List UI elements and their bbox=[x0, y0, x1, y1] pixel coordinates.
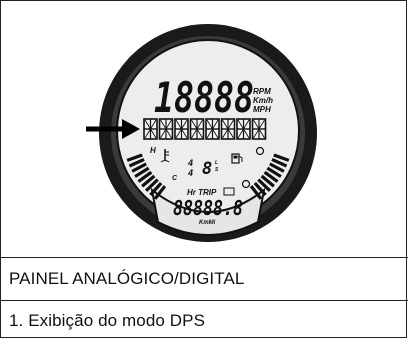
bar-segment bbox=[145, 178, 159, 192]
gauge-cold-letter: C bbox=[172, 175, 178, 182]
dps-mode-display bbox=[143, 118, 267, 140]
bar-segment bbox=[149, 181, 163, 196]
dps-character-block bbox=[158, 118, 174, 140]
gauge-illustration: 18888 RPM Km/h MPH H C bbox=[86, 24, 317, 242]
bar-segment bbox=[153, 185, 167, 200]
main-digit-display: 18888 bbox=[154, 73, 254, 122]
svg-text:4: 4 bbox=[187, 158, 193, 168]
odometer-unit-label: KmMi bbox=[199, 220, 216, 226]
dps-character-block bbox=[174, 118, 189, 140]
bar-segment bbox=[271, 158, 288, 168]
svg-text:4: 4 bbox=[187, 168, 193, 178]
bar-segment bbox=[249, 185, 263, 200]
unit-kmh-label: Km/h bbox=[253, 96, 273, 105]
fuel-pump-icon bbox=[231, 153, 243, 164]
trip-label: Hr TRIP bbox=[187, 188, 217, 197]
dps-character-block bbox=[143, 118, 158, 140]
bar-segment bbox=[273, 153, 290, 162]
odometer-display: 88888.8 bbox=[173, 196, 243, 220]
dps-character-block bbox=[251, 118, 267, 140]
trip-pod bbox=[150, 187, 266, 236]
dps-character-block bbox=[220, 118, 236, 140]
temperature-icon bbox=[160, 149, 170, 163]
bar-segment bbox=[263, 170, 279, 183]
bar-segment bbox=[257, 178, 271, 192]
bar-segment bbox=[137, 170, 153, 183]
table-row-caption: 1. Exibição do modo DPS bbox=[1, 300, 408, 339]
gauge-hot-letter: H bbox=[150, 146, 156, 155]
bar-segment bbox=[266, 166, 282, 178]
unit-mph-label: MPH bbox=[253, 105, 271, 114]
dps-character-block bbox=[189, 118, 205, 140]
unit-rpm-label: RPM bbox=[253, 87, 271, 96]
fuel-empty-indicator bbox=[241, 179, 251, 189]
bar-segment bbox=[131, 162, 147, 173]
bar-segment bbox=[128, 158, 145, 168]
svg-text:L: L bbox=[215, 160, 218, 166]
bar-segment bbox=[141, 174, 156, 188]
table-row-title: PAINEL ANALÓGICO/DIGITAL bbox=[1, 257, 408, 300]
bar-segment bbox=[253, 181, 267, 196]
panel-title: PAINEL ANALÓGICO/DIGITAL bbox=[9, 269, 245, 288]
arrow-pointer-icon bbox=[86, 119, 140, 139]
gear-indicator-icon: 4 4 8 L S bbox=[187, 158, 219, 179]
bar-segment bbox=[260, 174, 275, 188]
fuel-full-indicator bbox=[255, 146, 265, 156]
dps-character-block bbox=[236, 118, 251, 140]
bar-segment bbox=[134, 166, 150, 178]
dps-caption: 1. Exibição do modo DPS bbox=[9, 311, 206, 330]
svg-text:S: S bbox=[215, 167, 219, 173]
dps-character-block bbox=[205, 118, 220, 140]
fuel-bar-graph bbox=[249, 153, 290, 200]
trip-indicator-box bbox=[223, 187, 235, 196]
bar-segment bbox=[126, 153, 143, 162]
temperature-bar-graph bbox=[126, 153, 167, 200]
bar-segment bbox=[269, 162, 285, 173]
svg-text:8: 8 bbox=[202, 159, 212, 179]
